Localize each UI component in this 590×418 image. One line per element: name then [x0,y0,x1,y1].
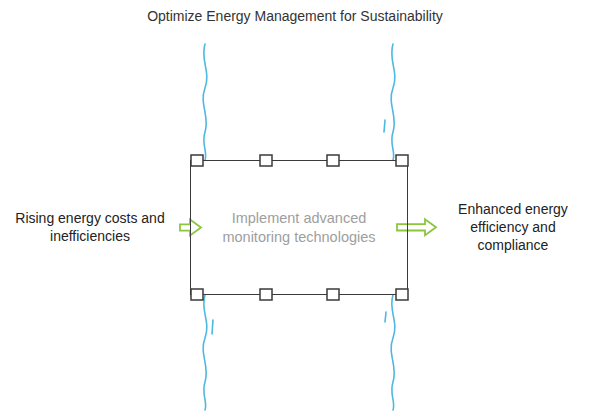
river-dash [384,120,385,132]
flow-label: Rising energy costs and inefficiencies [6,209,174,245]
river-line [203,44,207,160]
river-line [203,295,207,410]
diagram-title: Optimize Energy Management for Sustainab… [0,8,590,24]
river-line [391,44,395,160]
flow-label: Enhanced energy efficiency and complianc… [440,200,586,255]
process-text: Implement advanced monitoring technologi… [207,209,391,247]
flow-arrow [397,219,436,235]
river-dash [212,320,213,334]
input-label: Rising energy costs and inefficiencies [6,209,174,245]
river-line [391,295,395,410]
river-dash [385,312,386,322]
output-label: Enhanced energy efficiency and complianc… [440,200,586,255]
process-box: Implement advanced monitoring technologi… [190,160,408,295]
bridge-deck [190,160,408,295]
